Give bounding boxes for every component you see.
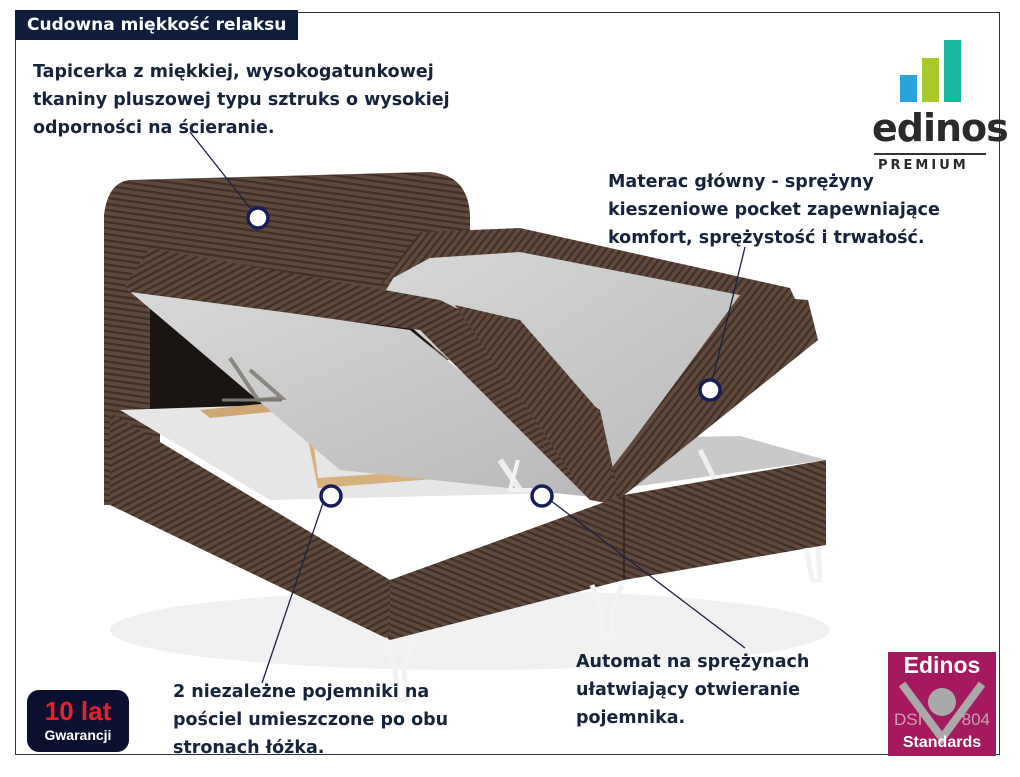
- standards-left-code: DSI: [894, 710, 923, 729]
- callout-mattress: Materac główny - sprężyny kieszeniowe po…: [608, 168, 940, 252]
- warranty-badge: 10 lat Gwarancji: [27, 690, 129, 752]
- callout-line: Automat na sprężynach: [576, 652, 810, 672]
- callout-line: ułatwiający otwieranie: [576, 680, 800, 700]
- warranty-years: 10 lat: [44, 696, 112, 726]
- callout-line: komfort, sprężystość i trwałość.: [608, 228, 925, 248]
- marker-mattress: [698, 378, 722, 402]
- checkmark-v-icon: [898, 681, 986, 745]
- callout-line: pojemnika.: [576, 708, 686, 728]
- standards-right-code: 804: [961, 710, 990, 729]
- callout-mechanism: Automat na sprężynach ułatwiający otwier…: [576, 648, 809, 732]
- standards-badge: Edinos DSI 804 Standards: [888, 652, 996, 756]
- bar-chart-icon: [900, 40, 961, 102]
- callout-storage: 2 niezależne pojemniki na pościel umiesz…: [173, 678, 448, 762]
- brand-tagline: PREMIUM: [878, 158, 969, 173]
- page-title: Cudowna miękkość relaksu: [15, 10, 299, 40]
- marker-storage: [319, 484, 343, 508]
- callout-line: pościel umieszczone po obu: [173, 710, 449, 730]
- marker-upholstery: [246, 206, 270, 230]
- callout-line: stronach łóżka.: [173, 738, 325, 758]
- standards-label: Standards: [902, 734, 982, 751]
- outer-frame: [15, 12, 1000, 755]
- standards-brand: Edinos: [903, 652, 981, 678]
- marker-mechanism: [530, 484, 554, 508]
- callout-line: Materac główny - sprężyny: [608, 172, 874, 192]
- callout-upholstery: Tapicerka z miękkiej, wysokogatunkowej t…: [33, 58, 450, 142]
- callout-line: odporności na ścieranie.: [33, 118, 275, 138]
- callout-line: tkaniny pluszowej typu sztruks o wysokie…: [33, 90, 450, 110]
- callout-line: 2 niezależne pojemniki na: [173, 682, 430, 702]
- callout-line: Tapicerka z miękkiej, wysokogatunkowej: [33, 62, 434, 82]
- logo-divider: [874, 153, 986, 155]
- brand-name: edinos: [872, 106, 1009, 150]
- callout-line: kieszeniowe pocket zapewniające: [608, 200, 940, 220]
- warranty-label: Gwarancji: [44, 727, 112, 743]
